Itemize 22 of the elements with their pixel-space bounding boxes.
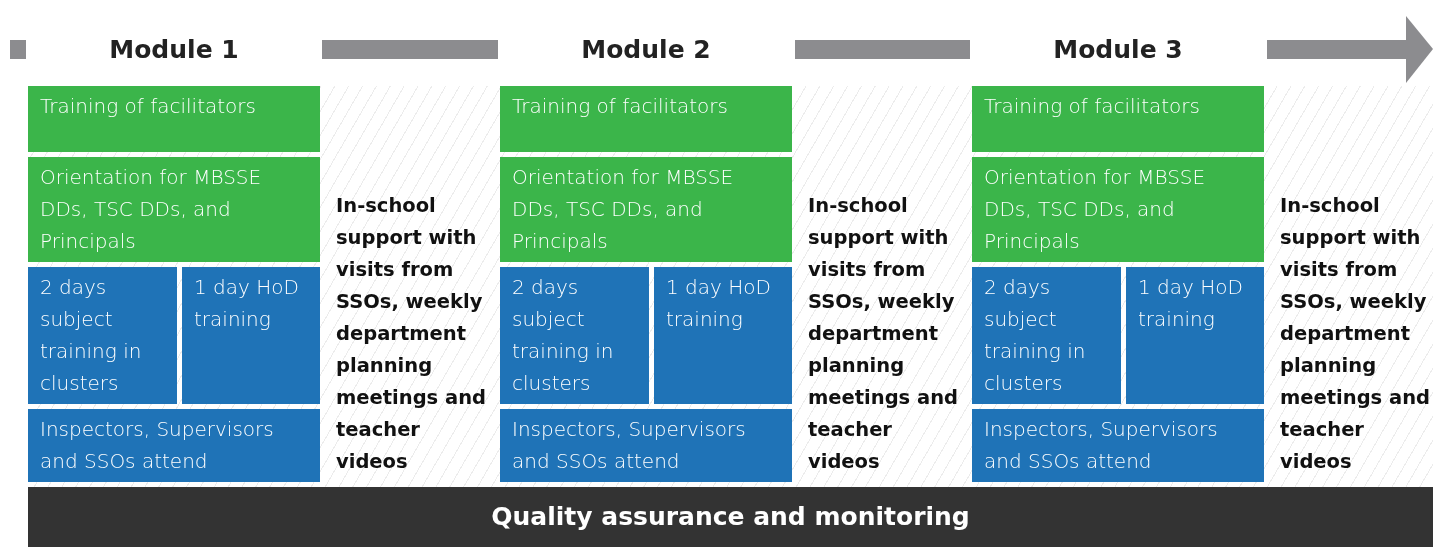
orientation-box: Orientation for MBSSE DDs, TSC DDs, and Principals	[500, 157, 792, 262]
support-text: In-school support with visits from SSOs, weekly department planning meetings and teacher videos	[1280, 190, 1433, 480]
module-heading: Module 2	[581, 34, 711, 64]
training-box: Training of facilitators	[28, 86, 320, 152]
training-box: 2 days subject training in clusters	[972, 267, 1121, 404]
training-box: Training of facilitators	[500, 86, 792, 152]
training-box: 1 day HoD training	[1126, 267, 1264, 404]
support-text: In-school support with visits from SSOs, weekly department planning meetings and teacher videos	[808, 190, 968, 480]
training-box: 2 days subject training in clusters	[28, 267, 177, 404]
orientation-box: Orientation for MBSSE DDs, TSC DDs, and Principals	[28, 157, 320, 262]
support-text: In-school support with visits from SSOs, weekly department planning meetings and teacher videos	[336, 190, 496, 480]
attendance-box: Inspectors, Supervisors and SSOs attend	[28, 409, 320, 482]
training-box: 1 day HoD training	[654, 267, 792, 404]
attendance-box: Inspectors, Supervisors and SSOs attend	[972, 409, 1264, 482]
training-box: 2 days subject training in clusters	[500, 267, 649, 404]
training-box: Training of facilitators	[972, 86, 1264, 152]
module-heading: Module 1	[109, 34, 239, 64]
quality-assurance-bar: Quality assurance and monitoring	[28, 487, 1433, 547]
module-heading: Module 3	[1053, 34, 1183, 64]
orientation-box: Orientation for MBSSE DDs, TSC DDs, and Principals	[972, 157, 1264, 262]
attendance-box: Inspectors, Supervisors and SSOs attend	[500, 409, 792, 482]
training-box: 1 day HoD training	[182, 267, 320, 404]
